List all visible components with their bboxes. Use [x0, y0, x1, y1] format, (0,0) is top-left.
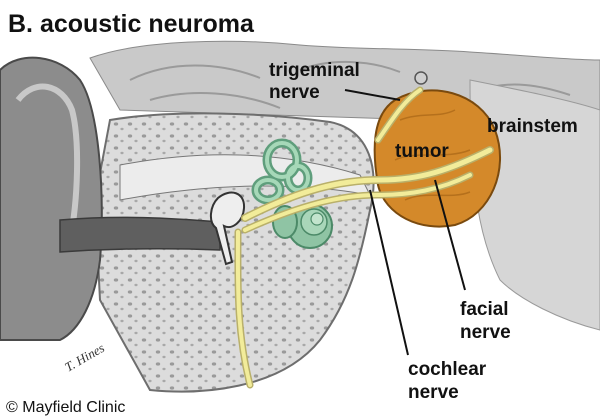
trigeminal-root — [414, 71, 428, 85]
cochlear-label-line2: nerve — [408, 382, 459, 403]
ear-helix — [15, 83, 81, 241]
nerve-bundle — [234, 86, 494, 389]
trigeminal-label: trigeminal — [269, 60, 360, 81]
facial-label-line2: nerve — [460, 322, 511, 343]
cochlear-label: cochlear — [408, 359, 487, 380]
brain-folds — [129, 60, 591, 201]
ossicles — [210, 191, 246, 266]
trigeminal-label-line2: nerve — [269, 82, 320, 103]
artist-signature: T. Hines — [62, 340, 107, 375]
tumor-texture — [394, 109, 471, 201]
brainstem-label: brainstem — [487, 116, 578, 137]
outer-ear — [0, 56, 103, 341]
tumor-label: tumor — [395, 141, 449, 162]
facial-label: facial — [460, 299, 509, 320]
ear-canal — [59, 216, 221, 253]
copyright-credit: © Mayfield Clinic — [6, 399, 125, 416]
figure-title: B. acoustic neuroma — [8, 10, 255, 38]
leader-lines — [344, 89, 466, 356]
